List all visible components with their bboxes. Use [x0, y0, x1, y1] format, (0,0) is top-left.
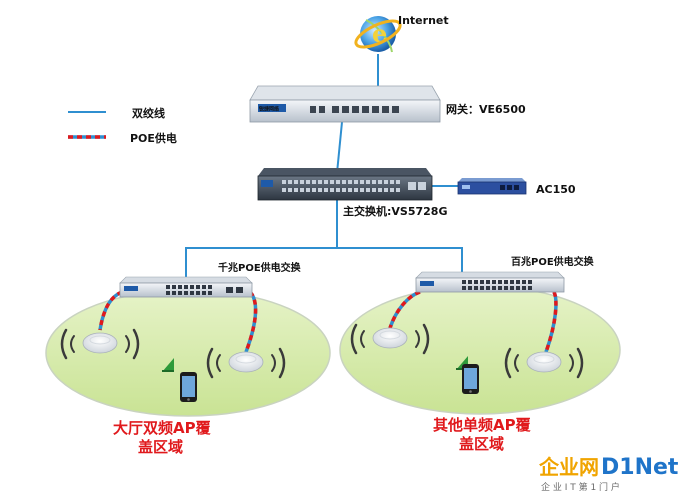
- access-point-icon: [526, 351, 562, 373]
- fast-poe-switch-device: [415, 271, 565, 293]
- fast-poe-switch-label: 百兆POE供电交换: [511, 255, 595, 268]
- twisted-pair-cables: [185, 54, 463, 282]
- ac-controller-device: [457, 178, 527, 195]
- wifi-signal-icon: [162, 358, 174, 372]
- radio-waves: [60, 323, 584, 379]
- legend-twisted-pair-label: 双绞线: [132, 106, 165, 120]
- gateway-label: 网关：VE6500: [446, 102, 526, 116]
- access-point-icon: [372, 327, 408, 349]
- gig-poe-switch-device: [119, 276, 253, 298]
- legend-poe-label: POE供电: [130, 131, 177, 145]
- access-point-icon: [82, 332, 118, 354]
- core-switch-label: 主交换机:VS5728G: [343, 204, 447, 218]
- watermark-sub: 企 业 I T 第 1 门 户: [541, 481, 620, 493]
- right-zone-label-line2: 盖区域: [459, 435, 504, 453]
- gateway-device: 锐捷网络: [249, 85, 441, 123]
- access-point-icon: [228, 351, 264, 373]
- phone-icon: [180, 372, 197, 402]
- gateway-brand: 锐捷网络: [259, 106, 279, 113]
- watermark-part2: D1Net: [601, 455, 679, 480]
- left-zone-label-line2: 盖区域: [138, 438, 183, 456]
- poe-cables: [98, 290, 558, 353]
- internet-label: Internet: [398, 14, 449, 27]
- core-switch-device: [257, 168, 433, 201]
- left-zone-label-line1: 大厅双频AP覆: [113, 419, 212, 437]
- right-zone-label-line1: 其他单频AP覆: [433, 416, 532, 434]
- internet-explorer-icon: e: [354, 16, 402, 53]
- gig-poe-switch-label: 千兆POE供电交换: [218, 261, 302, 274]
- phone-icon: [462, 364, 479, 394]
- watermark-part1: 企业网: [538, 455, 599, 479]
- ac-label: AC150: [536, 183, 576, 196]
- watermark-logo: 企业网 D1Net 企 业 I T 第 1 门 户: [538, 455, 679, 493]
- legend: 双绞线 POE供电: [68, 106, 177, 145]
